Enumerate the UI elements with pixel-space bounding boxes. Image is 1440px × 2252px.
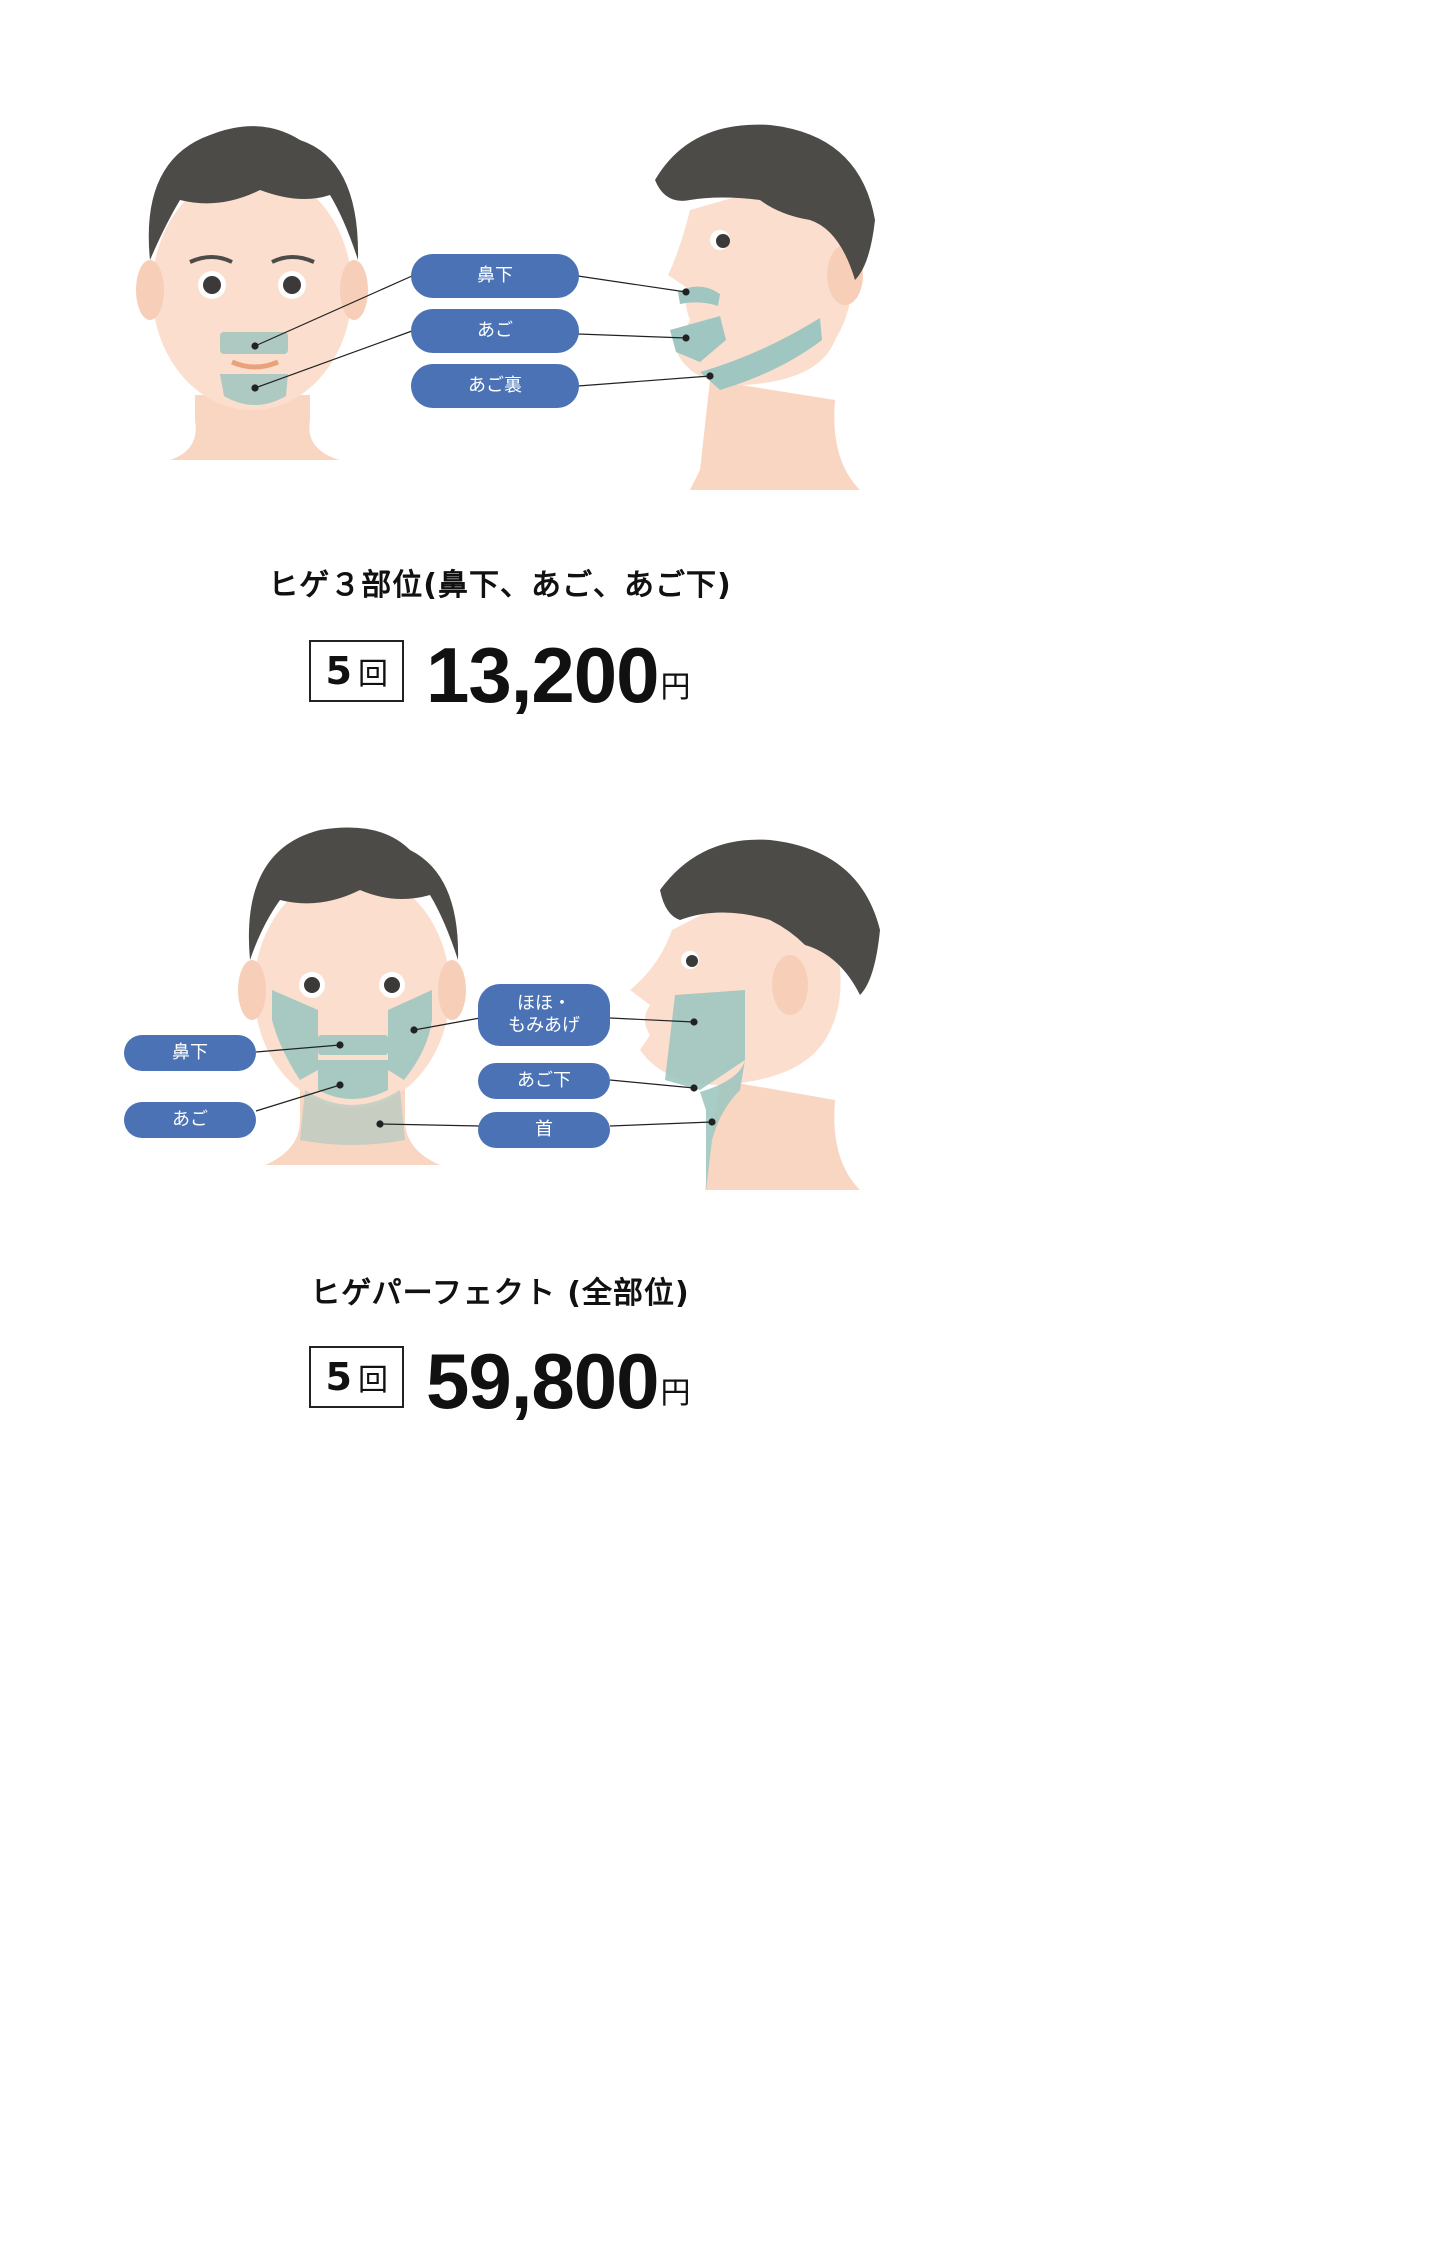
plan-card-beard-perfect: 鼻下 あご ほほ・ もみあげ あご下 首 ヒゲパーフェクト (全部位) 5 回 … [0,780,1000,1520]
label-chin: あご [124,1102,256,1138]
session-count-number: 5 [325,1355,352,1399]
price-amount: 13,200 [425,631,660,719]
currency-label: 円 [660,1376,691,1411]
label-nose-under: 鼻下 [124,1035,256,1071]
side-face-figure [655,124,875,490]
session-count-box: 5 回 [309,640,404,702]
session-count-unit: 回 [357,657,388,692]
face-illustration [238,827,880,1190]
label-nose-under: 鼻下 [411,254,579,298]
label-under-chin: あご裏 [411,364,579,408]
price-amount: 59,800 [425,1337,660,1425]
front-face-figure [136,126,368,460]
session-count-box: 5 回 [309,1346,404,1408]
label-under-chin: あご下 [478,1063,610,1099]
connector-lines [255,1017,716,1128]
price-row: 5 回 13,200 円 [0,636,1000,714]
plan-card-beard-3-areas: 鼻下 あご あご裏 ヒゲ３部位(鼻下、あご、あご下) 5 回 13,200 円 [0,0,1000,760]
side-face-figure [630,839,880,1190]
front-face-figure [238,827,466,1165]
currency-label: 円 [660,670,691,705]
connector-lines [251,275,714,392]
face-illustration [136,124,875,490]
label-chin: あご [411,309,579,353]
plan-title: ヒゲパーフェクト (全部位) [310,1276,690,1311]
plan-title: ヒゲ３部位(鼻下、あご、あご下) [268,568,732,603]
label-cheek-sideburns: ほほ・ もみあげ [478,984,610,1046]
session-count-number: 5 [325,649,352,693]
label-neck: 首 [478,1112,610,1148]
session-count-unit: 回 [357,1363,388,1398]
price-row: 5 回 59,800 円 [0,1342,1000,1420]
